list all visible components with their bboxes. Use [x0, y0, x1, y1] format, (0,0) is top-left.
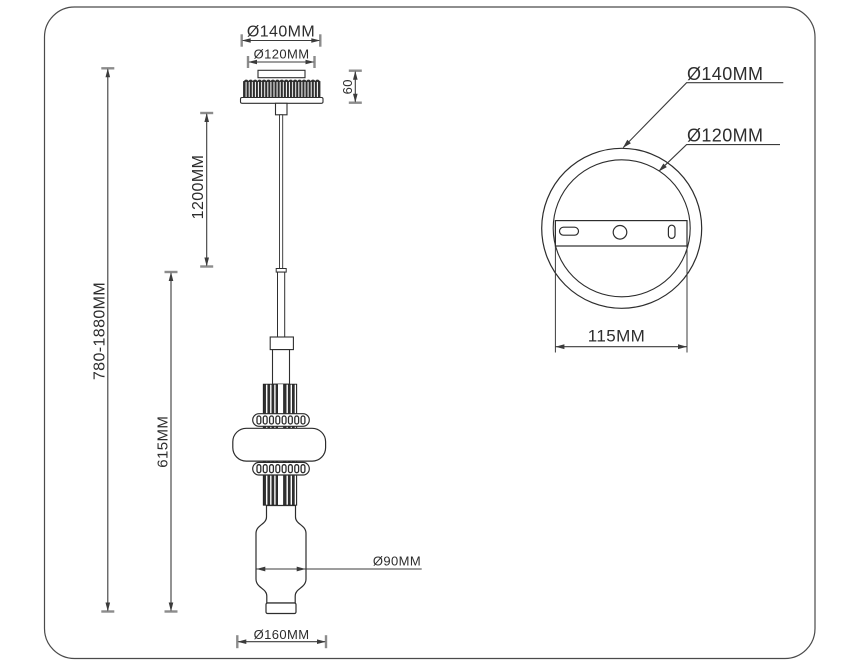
cable-gland: [274, 102, 288, 116]
arrowhead: [555, 344, 565, 350]
rod-top-cap: [275, 268, 287, 273]
elevation-view: Ø140MM Ø120MM 60 1200MM: [91, 24, 422, 649]
arrowhead: [168, 272, 174, 281]
ring-slot: [262, 415, 268, 425]
ring-slot: [256, 464, 262, 474]
mounting-plate: [554, 220, 688, 247]
suspension-rod: [277, 271, 286, 338]
dim-cable-length: 1200MM: [190, 111, 214, 268]
leader-line: [622, 82, 784, 148]
dim-body-diameter: Ø160MM: [236, 627, 328, 649]
dim-label-fixture-height: 615MM: [155, 416, 172, 468]
arrowhead: [622, 139, 631, 148]
dim-label-canopy-inner: Ø120MM: [254, 47, 310, 62]
dim-label-top-outer-diameter: Ø140MM: [687, 64, 763, 84]
upper-slotted-ring: [252, 413, 310, 427]
arrowhead: [248, 59, 257, 65]
leader-line: [658, 144, 780, 172]
stem-tube: [271, 349, 291, 385]
dim-fixture-height: 615MM: [155, 270, 178, 613]
mounting-slot-right: [667, 224, 676, 239]
canopy-ribbed-body: [243, 81, 321, 98]
ring-slot: [287, 464, 293, 474]
arrowhead: [204, 113, 209, 122]
leader-inner-diameter: Ø120MM: [658, 126, 780, 172]
dim-label-overall-height: 780-1880MM: [91, 282, 108, 380]
dim-glass-diameter: Ø90MM: [256, 554, 422, 572]
dim-canopy-inner-diameter: Ø120MM: [246, 47, 316, 68]
top-view: Ø140MM Ø120MM 115MM: [541, 64, 784, 353]
cable: [279, 114, 284, 270]
ring-slot: [300, 464, 306, 474]
socket-holder: [269, 336, 294, 351]
mounting-slot-left: [558, 226, 580, 236]
dim-label-canopy-outer: Ø140MM: [247, 24, 315, 41]
ring-slot: [281, 464, 287, 474]
canopy-base-plate: [239, 96, 324, 104]
dim-label-body-diameter: Ø160MM: [254, 627, 310, 642]
ring-slot: [275, 464, 281, 474]
dim-label-canopy-height: 60: [340, 79, 355, 94]
dim-label-glass-diameter: Ø90MM: [373, 554, 421, 569]
arrowhead: [204, 257, 209, 267]
glass-diffuser: [255, 504, 307, 615]
lamp-body: [232, 336, 327, 506]
dim-label-mounting-width: 115MM: [588, 327, 645, 346]
arrowhead: [241, 38, 251, 43]
arrowhead: [678, 344, 687, 350]
arrowhead: [311, 38, 321, 43]
ring-slot: [262, 464, 268, 474]
dim-canopy-height: 60: [340, 69, 362, 104]
arrowhead: [296, 566, 306, 572]
ring-slot: [300, 415, 306, 425]
arrowhead: [105, 602, 111, 612]
dim-mounting-width: 115MM: [555, 327, 687, 350]
ring-slot: [281, 415, 287, 425]
arrowhead: [353, 70, 358, 80]
leader-outer-diameter: Ø140MM: [622, 64, 784, 148]
canopy: [239, 69, 324, 116]
ring-slot: [268, 415, 275, 425]
arrowhead: [658, 163, 667, 172]
ring-slot: [287, 415, 293, 425]
arrowhead: [168, 602, 174, 612]
dim-label-cable-length: 1200MM: [190, 155, 207, 220]
dim-canopy-outer-diameter: Ø140MM: [240, 24, 322, 47]
glass-tube: [255, 504, 307, 604]
ring-slot: [275, 415, 281, 425]
arrowhead: [105, 68, 111, 78]
cable-hole: [612, 224, 628, 240]
ring-slot: [268, 464, 275, 474]
ring-slot: [256, 415, 262, 425]
dim-label-top-inner-diameter: Ø120MM: [687, 126, 763, 146]
ring-slot: [294, 415, 300, 425]
center-disk: [232, 427, 327, 462]
arrowhead: [237, 639, 247, 644]
arrowhead: [317, 639, 326, 644]
dim-overall-height: 780-1880MM: [91, 67, 115, 613]
arrowhead: [353, 93, 358, 103]
page-border: [43, 6, 816, 660]
glass-bottom-cap: [265, 602, 297, 615]
arrowhead: [256, 566, 266, 572]
canopy-top-rim: [257, 69, 306, 79]
lower-slotted-ring: [252, 461, 310, 476]
suspension-cable: [275, 114, 287, 338]
arrowhead: [305, 59, 315, 65]
ring-slot: [294, 464, 300, 474]
